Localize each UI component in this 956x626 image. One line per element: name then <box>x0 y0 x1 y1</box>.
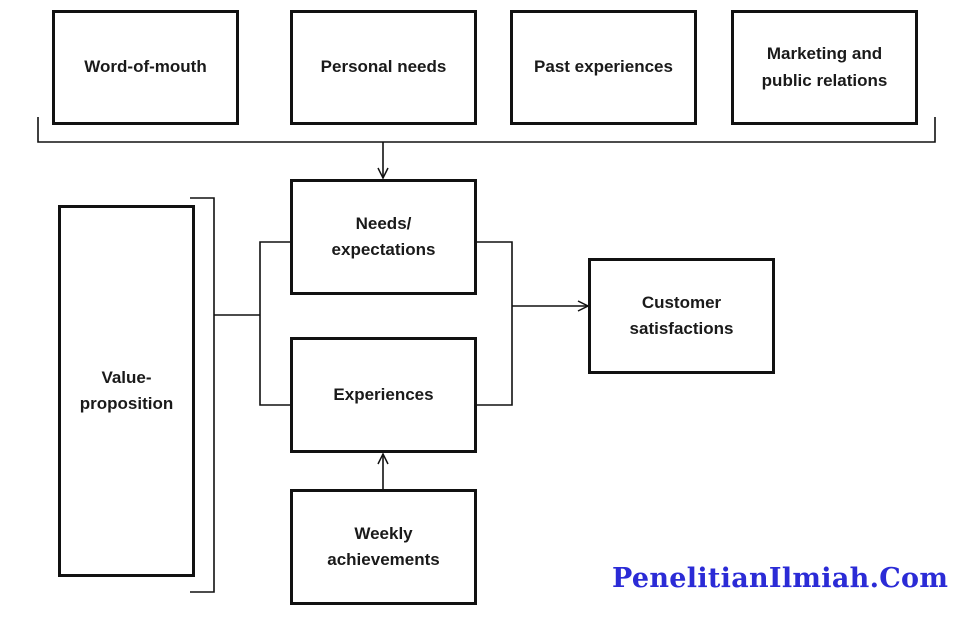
needs-expectations-label: Needs/ expectations <box>331 213 436 259</box>
factor-label: Past experiences <box>534 57 673 77</box>
customer-satisfaction-label: Customer satisfactions <box>629 292 734 338</box>
factor-personal-needs: Personal needs <box>290 10 477 125</box>
weekly-achievements-label: Weekly achievements <box>327 523 440 569</box>
left-fork <box>259 241 291 406</box>
weekly-achievements-box: Weekly achievements <box>290 489 477 605</box>
factor-label: Word-of-mouth <box>84 57 207 77</box>
top-bracket <box>37 117 936 143</box>
value-proposition-label: Value- proposition <box>79 367 174 413</box>
value-bracket <box>190 197 215 593</box>
watermark-text: PenelitianIlmiah.Com <box>612 563 949 594</box>
factor-marketing: Marketing and public relations <box>731 10 918 125</box>
factor-label: Marketing and public relations <box>761 44 888 90</box>
customer-satisfaction-box: Customer satisfactions <box>588 258 775 374</box>
value-proposition-box: Value- proposition <box>58 205 195 577</box>
factor-word-of-mouth: Word-of-mouth <box>52 10 239 125</box>
factor-label: Personal needs <box>320 57 447 77</box>
experiences-box: Experiences <box>290 337 477 453</box>
experiences-label: Experiences <box>333 384 434 404</box>
factor-past-experiences: Past experiences <box>510 10 697 125</box>
right-fork <box>476 241 513 406</box>
needs-expectations-box: Needs/ expectations <box>290 179 477 295</box>
